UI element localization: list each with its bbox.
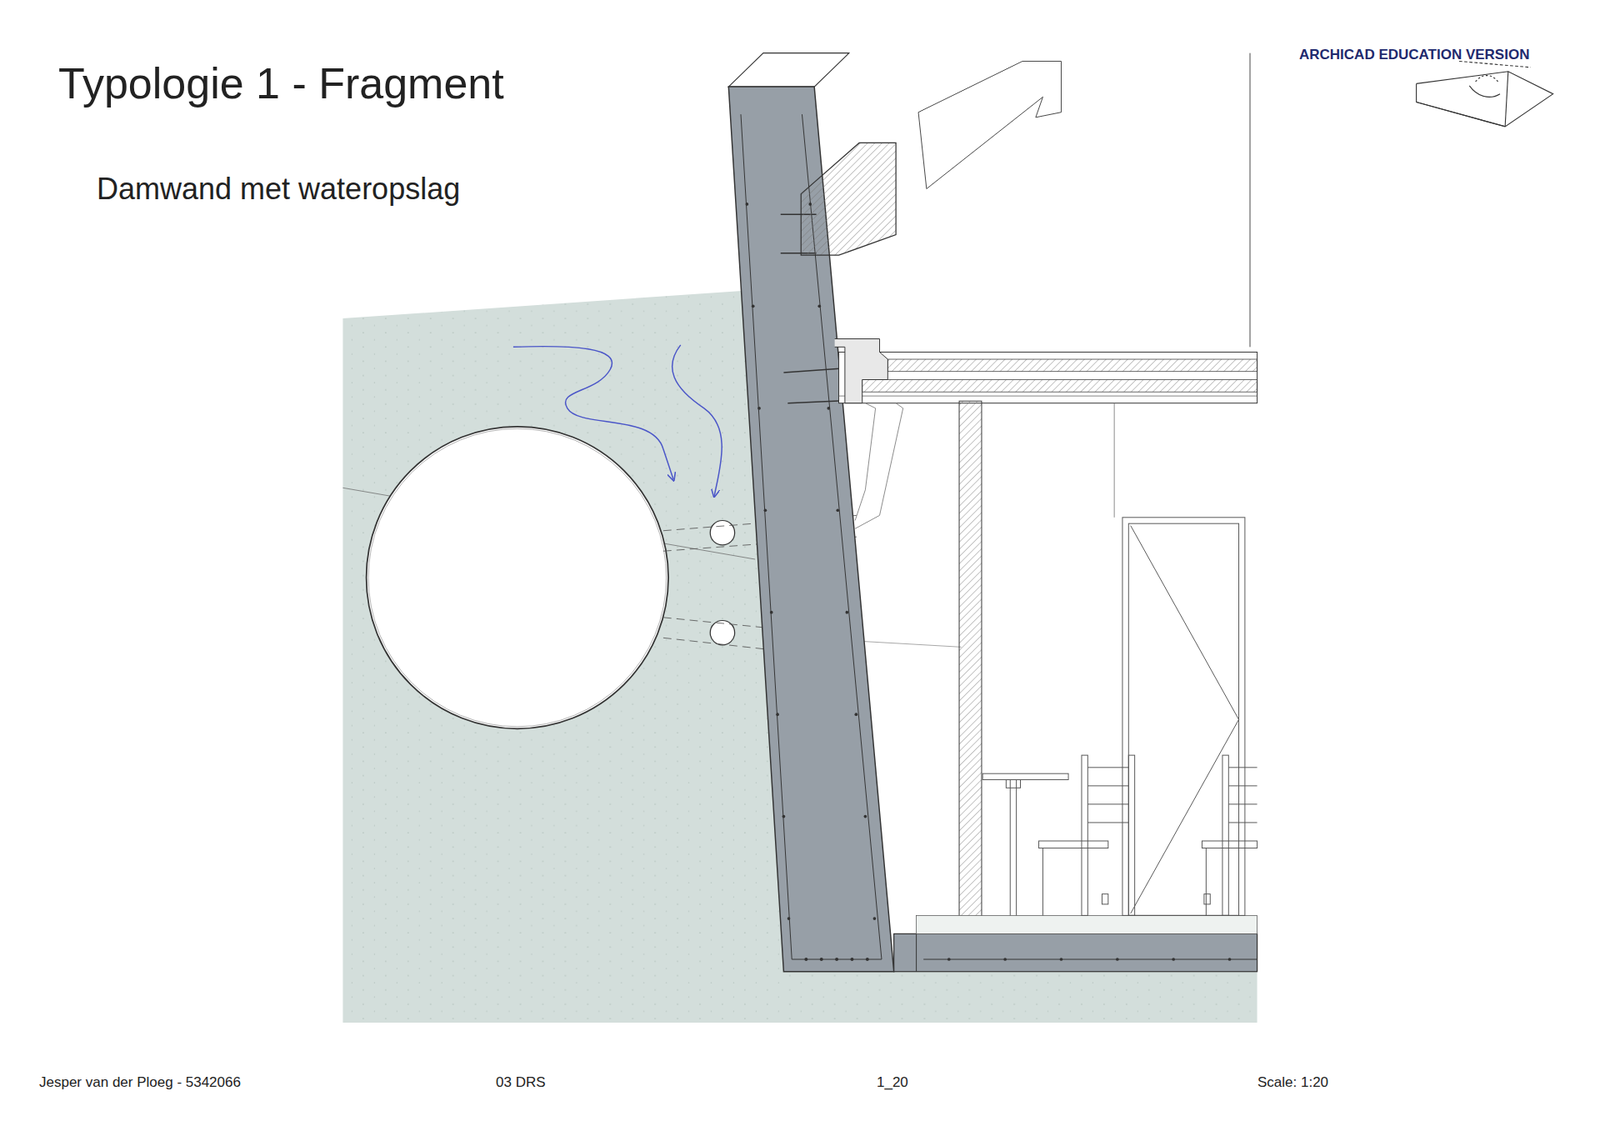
water-tank xyxy=(366,426,669,729)
chair xyxy=(1039,755,1258,915)
timber-beam xyxy=(800,142,896,255)
table xyxy=(982,773,1069,915)
water-flow-arrow xyxy=(513,346,674,480)
roof-package xyxy=(835,339,1258,404)
sheet-title: Typologie 1 - Fragment xyxy=(58,58,505,109)
logo-sketch xyxy=(1416,60,1554,126)
scale-label: Scale: 1:20 xyxy=(1257,1074,1329,1091)
water-flow-arrow xyxy=(672,345,723,496)
column xyxy=(959,400,982,934)
door xyxy=(1122,517,1245,916)
sheet-number: 1_20 xyxy=(876,1074,909,1091)
author-label: Jesper van der Ploeg - 5342066 xyxy=(39,1074,241,1091)
subtitle: Damwand met wateropslag xyxy=(96,171,460,207)
watermark: ARCHICAD EDUCATION VERSION xyxy=(1299,46,1530,64)
phase-label: 03 DRS xyxy=(495,1074,546,1091)
pipe xyxy=(710,520,735,545)
floor-slab xyxy=(894,933,1258,971)
